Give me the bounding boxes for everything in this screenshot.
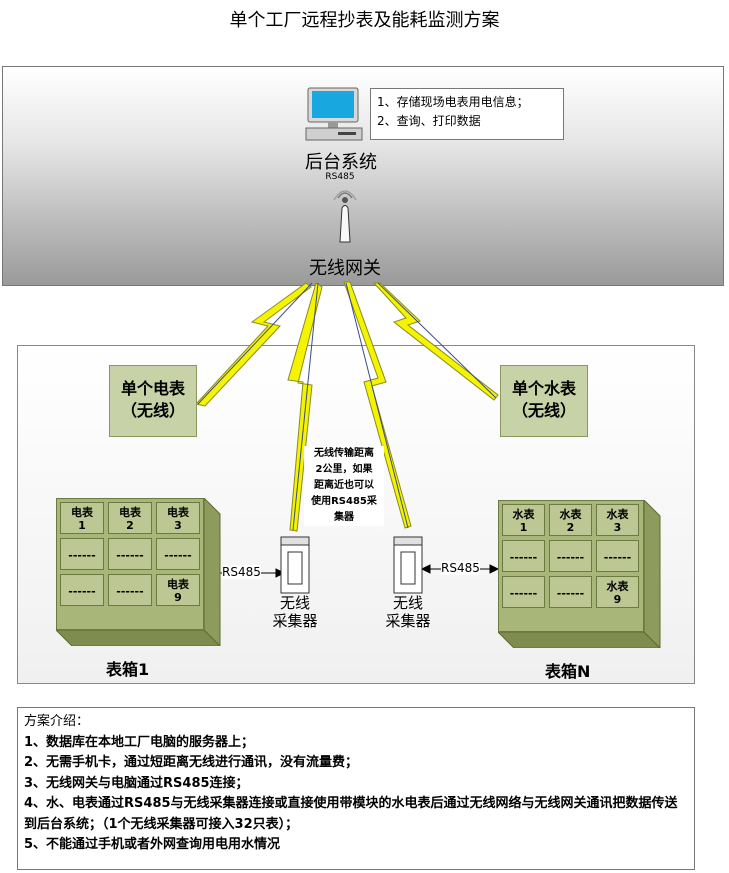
wireless-note-line: 无线传输距离	[314, 448, 374, 459]
intro-item: 4、水、电表通过RS485与无线采集器连接或直接使用带模块的水电表后通过无线网络…	[24, 796, 678, 832]
antenna-icon	[333, 190, 357, 243]
gateway-label: 无线网关	[309, 258, 381, 279]
meter-cell: ------	[60, 574, 104, 606]
meter-cell: ------	[549, 540, 592, 572]
rs485-link-left: RS485	[222, 565, 261, 579]
meter-cell: ------	[108, 538, 152, 570]
backend-label: 后台系统	[305, 152, 377, 173]
collector-right-icon	[393, 536, 423, 594]
collector-left-line2: 采集器	[272, 612, 318, 630]
backend-panel	[2, 66, 724, 286]
meter-cell: 电表 3	[156, 502, 200, 534]
water-meter-title: 单个水表	[511, 379, 576, 398]
meter-cell: 水表 1	[502, 504, 545, 536]
meter-cell: ------	[156, 538, 200, 570]
meter-cell: 电表 1	[60, 502, 104, 534]
electric-meter-title: 单个电表	[120, 379, 185, 398]
wireless-note-line: 距离近也可以	[314, 480, 374, 491]
meter-cell: ------	[596, 540, 639, 572]
meter-cell: 水表 9	[596, 576, 639, 608]
intro-heading: 方案介绍：	[24, 714, 90, 729]
meter-cell: ------	[108, 574, 152, 606]
collector-left-line1: 无线	[279, 594, 310, 612]
diagram-title: 单个工厂远程抄表及能耗监测方案	[229, 10, 500, 31]
meter-cell: ------	[502, 576, 545, 608]
intro-item: 3、无线网关与电脑通过RS485连接；	[24, 775, 249, 791]
meter-cell: ------	[549, 576, 592, 608]
collector-right-line1: 无线	[392, 594, 423, 612]
single-electric-meter: 单个电表 （无线）	[109, 365, 197, 437]
backend-notes: 1、存储现场电表用电信息； 2、查询、打印数据	[370, 88, 564, 140]
scheme-intro: 方案介绍： 1、数据库在本地工厂电脑的服务器上； 2、无需手机卡，通过短距离无线…	[17, 707, 695, 870]
lightning-bolt-water	[372, 282, 499, 401]
intro-item: 1、数据库在本地工厂电脑的服务器上；	[24, 734, 255, 750]
meter-cell: 电表 2	[108, 502, 152, 534]
meter-cell: ------	[60, 538, 104, 570]
meter-cell: 水表 2	[549, 504, 592, 536]
collector-left-label: 无线 采集器	[270, 594, 320, 630]
wireless-note-line: 使用RS485采	[311, 496, 377, 507]
computer-icon	[305, 87, 363, 141]
cabinet-n-label: 表箱N	[545, 662, 591, 681]
wireless-distance-note: 无线传输距离 2公里，如果 距离近也可以 使用RS485采 集器	[304, 446, 384, 526]
collector-right-label: 无线 采集器	[383, 594, 433, 630]
meter-cell: ------	[502, 540, 545, 572]
backend-note-1: 1、存储现场电表用电信息；	[377, 95, 529, 109]
wireless-note-line: 集器	[334, 512, 354, 523]
meter-cell: 电表 9	[156, 574, 200, 606]
intro-item: 2、无需手机卡，通过短距离无线进行通讯，没有流量费；	[24, 755, 359, 770]
gateway-port-label: RS485	[325, 172, 355, 182]
lightning-bolt-right-collector	[343, 281, 412, 529]
backend-note-2: 2、查询、打印数据	[377, 114, 481, 128]
water-meter-subtitle: （无线）	[511, 401, 576, 420]
electric-meter-subtitle: （无线）	[120, 401, 185, 420]
single-water-meter: 单个水表 （无线）	[500, 365, 588, 437]
intro-item: 5、不能通过手机或者外网查询用电用水情况	[24, 837, 281, 852]
meter-cell: 水表 3	[596, 504, 639, 536]
wireless-note-line: 2公里，如果	[315, 464, 373, 475]
collector-right-line2: 采集器	[385, 612, 431, 630]
rs485-link-right: RS485	[441, 561, 480, 575]
cabinet-1-label: 表箱1	[106, 660, 150, 679]
collector-left-icon	[280, 536, 310, 594]
